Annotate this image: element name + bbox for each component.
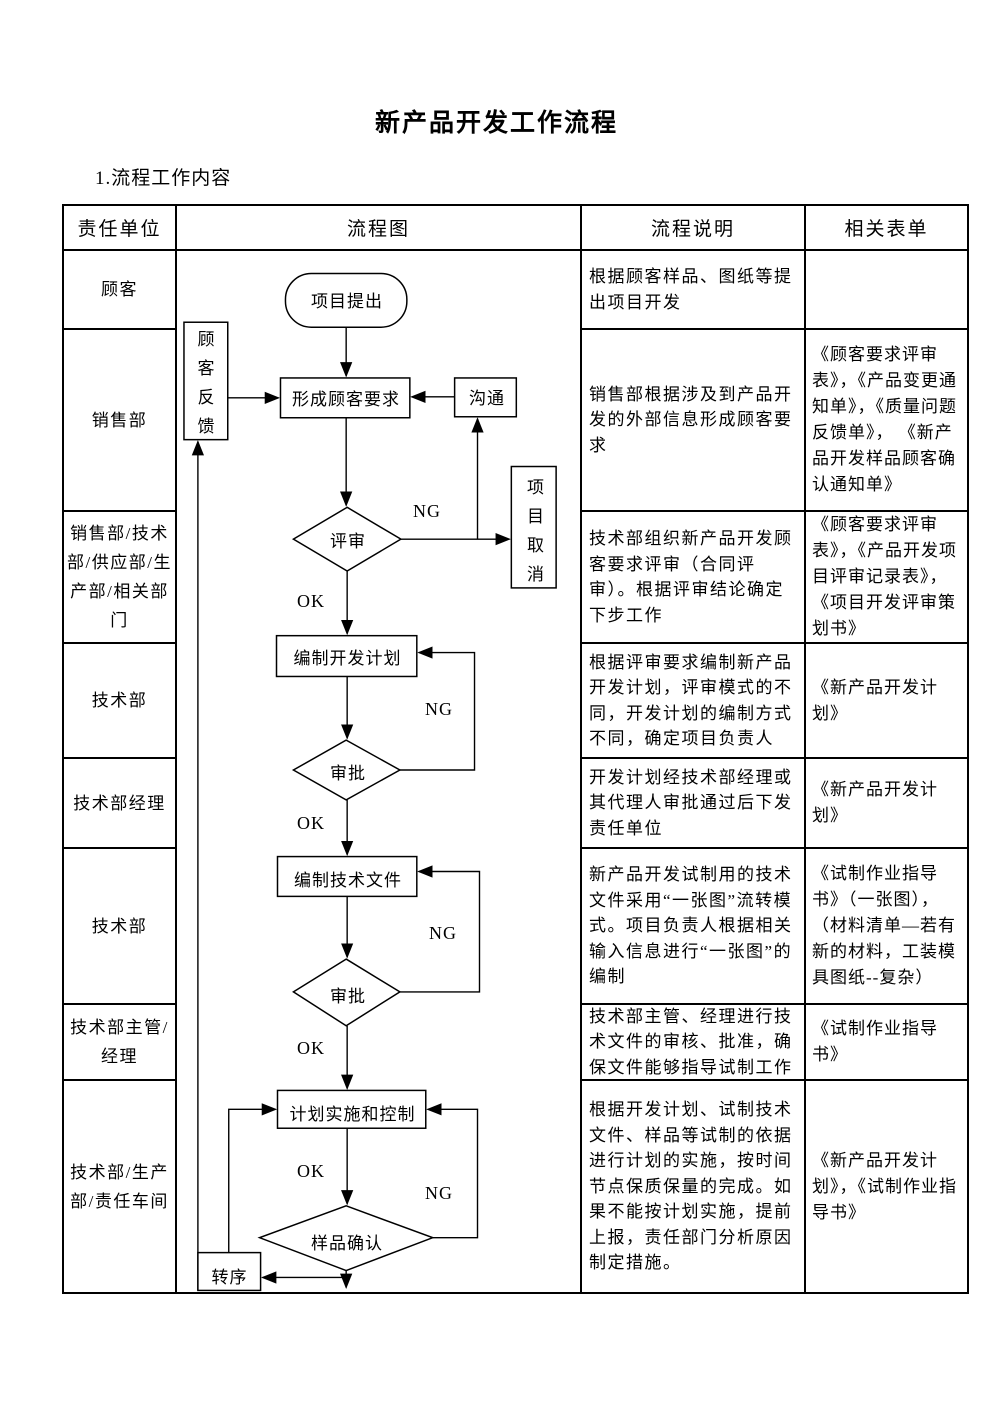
- header-flowchart: 流程图: [177, 206, 582, 251]
- unit-cell: 技术部: [64, 849, 177, 1005]
- description-cell: 根据顾客样品、图纸等提出项目开发: [582, 251, 806, 330]
- forms-cell: 《新产品开发计划》，《试制作业指导书》: [806, 1081, 969, 1294]
- description-text: 新产品开发试制用的技术文件采用“一张图”流转模式。项目负责人根据相关输入信息进行…: [589, 865, 793, 987]
- forms-text: 《试制作业指导书》（一张图）， （材料清单—若有新的材料，工装模具图纸--复杂）: [812, 864, 956, 987]
- form-requirements-shape: [279, 377, 411, 419]
- start-node-label: 项目提出: [311, 291, 383, 311]
- ng-loop-line: [399, 865, 481, 993]
- ng-label-approve1: NG: [425, 699, 453, 719]
- description-text: 根据评审要求编制新产品开发计划，评审模式的不同，开发计划的编制方式不同，确定项目…: [589, 652, 793, 749]
- transfer-line: [228, 1103, 278, 1253]
- header-related-forms: 相关表单: [806, 206, 969, 251]
- start-terminator-shape: [284, 272, 408, 328]
- description-text: 技术部主管、经理进行技术文件的审核、批准，确保文件能够指导试制工作: [589, 1006, 793, 1077]
- forms-cell: 《试制作业指导书》: [806, 1005, 969, 1081]
- project-cancel-label: 项目取消: [527, 478, 544, 584]
- ng-label-review: NG: [413, 501, 441, 521]
- flowchart-cell: 项目提出 顾客反馈 形成顾客要求 沟通 项目取消 评审 编制开发计划 审批 编制…: [177, 251, 582, 1294]
- transfer-label: 转序: [211, 1267, 248, 1287]
- plan-implement-shape: [276, 1089, 427, 1129]
- forms-cell: 《新产品开发计划》: [806, 644, 969, 759]
- description-cell: 根据开发计划、试制技术文件、样品等试制的依据进行计划的实施，按时间节点保质保量的…: [582, 1081, 806, 1294]
- dev-plan-shape: [275, 634, 418, 678]
- forms-text: 《试制作业指导书》: [812, 1019, 938, 1064]
- description-text: 开发计划经技术部经理或其代理人审批通过后下发责任单位: [589, 767, 793, 838]
- description-cell: 根据评审要求编制新产品开发计划，评审模式的不同，开发计划的编制方式不同，确定项目…: [582, 644, 806, 759]
- description-text: 技术部组织新产品开发顾客要求评审（合同评审）。根据评审结论确定下步工作: [589, 529, 793, 625]
- section-heading: 1.流程工作内容: [95, 168, 232, 189]
- description-cell: 技术部组织新产品开发顾客要求评审（合同评审）。根据评审结论确定下步工作: [582, 512, 806, 644]
- forms-cell: 《顾客要求评审表》，《产品变更通知单》，《质量问题反馈单》， 《新产品开发样品顾…: [806, 330, 969, 512]
- unit-cell: 技术部/生产部/责任车间: [64, 1081, 177, 1294]
- description-text: 根据顾客样品、图纸等提出项目开发: [589, 267, 793, 312]
- sample-confirm-label: 样品确认: [311, 1234, 383, 1253]
- unit-cell: 销售部/技术部/供应部/生产部/相关部门: [64, 512, 177, 644]
- communicate-shape: [453, 377, 518, 418]
- unit-cell: 销售部: [64, 330, 177, 512]
- transfer-shape: [197, 1251, 262, 1292]
- description-cell: 技术部主管、经理进行技术文件的审核、批准，确保文件能够指导试制工作: [582, 1005, 806, 1081]
- project-cancel-shape: [510, 465, 557, 589]
- customer-feedback-shape: [183, 321, 229, 441]
- header-responsible-unit: 责任单位: [64, 206, 177, 251]
- approve1-decision-shape: [291, 739, 402, 801]
- approve2-label: 审批: [330, 987, 366, 1006]
- forms-cell: 《顾客要求评审表》，《产品开发项目评审记录表》，《项目开发评审策划书》: [806, 512, 969, 644]
- unit-cell: 顾客: [64, 251, 177, 330]
- communicate-label: 沟通: [469, 389, 505, 408]
- description-cell: 销售部根据涉及到产品开发的外部信息形成顾客要求: [582, 330, 806, 512]
- plan-implement-label: 计划实施和控制: [289, 1104, 416, 1124]
- sample-confirm-decision-shape: [257, 1205, 435, 1272]
- tech-docs-shape: [276, 855, 418, 898]
- forms-cell: 《试制作业指导书》（一张图）， （材料清单—若有新的材料，工装模具图纸--复杂）: [806, 849, 969, 1005]
- forms-cell: [806, 251, 969, 330]
- forms-cell: 《新产品开发计划》: [806, 759, 969, 849]
- description-text: 销售部根据涉及到产品开发的外部信息形成顾客要求: [589, 384, 793, 455]
- process-table: 责任单位 流程图 流程说明 相关表单 顾客 销售部 销售部/技术部/供应部/生产…: [62, 204, 969, 1294]
- forms-text: 《顾客要求评审表》，《产品变更通知单》，《质量问题反馈单》， 《新产品开发样品顾…: [812, 345, 957, 494]
- review-label: 评审: [330, 531, 366, 551]
- description-text: 根据开发计划、试制技术文件、样品等试制的依据进行计划的实施，按时间节点保质保量的…: [589, 1100, 793, 1273]
- description-cell: 开发计划经技术部经理或其代理人审批通过后下发责任单位: [582, 759, 806, 849]
- dev-plan-label: 编制开发计划: [293, 649, 402, 668]
- ok-label-review: OK: [297, 591, 325, 611]
- customer-feedback-label: 顾客反馈: [197, 330, 215, 436]
- ok-label-approve1: OK: [297, 813, 325, 833]
- approve2-decision-shape: [292, 958, 402, 1027]
- tech-docs-label: 编制技术文件: [294, 870, 402, 890]
- description-cell: 新产品开发试制用的技术文件采用“一张图”流转模式。项目负责人根据相关输入信息进行…: [582, 849, 806, 1005]
- approve1-label: 审批: [330, 763, 366, 783]
- unit-cell: 技术部: [64, 644, 177, 759]
- page-title: 新产品开发工作流程: [374, 110, 618, 137]
- header-process-description: 流程说明: [582, 206, 806, 251]
- unit-cell: 技术部主管/经理: [64, 1005, 177, 1081]
- forms-text: 《顾客要求评审表》，《产品开发项目评审记录表》，《项目开发评审策划书》: [812, 515, 957, 638]
- ng-label-sample: NG: [425, 1183, 453, 1203]
- ng-label-approve2: NG: [429, 923, 457, 943]
- unit-cell: 技术部经理: [64, 759, 177, 849]
- review-decision-shape: [291, 506, 403, 572]
- forms-text: 《新产品开发计划》: [812, 780, 938, 825]
- forms-text: 《新产品开发计划》，《试制作业指导书》: [812, 1150, 957, 1222]
- ng-loop-line: [426, 1103, 479, 1239]
- ok-label-implement: OK: [297, 1161, 325, 1181]
- ng-loop-line: [399, 646, 476, 771]
- ok-label-approve2: OK: [297, 1038, 325, 1058]
- form-requirements-label: 形成顾客要求: [292, 389, 400, 409]
- forms-text: 《新产品开发计划》: [812, 677, 938, 723]
- flowchart-canvas: [183, 272, 557, 1292]
